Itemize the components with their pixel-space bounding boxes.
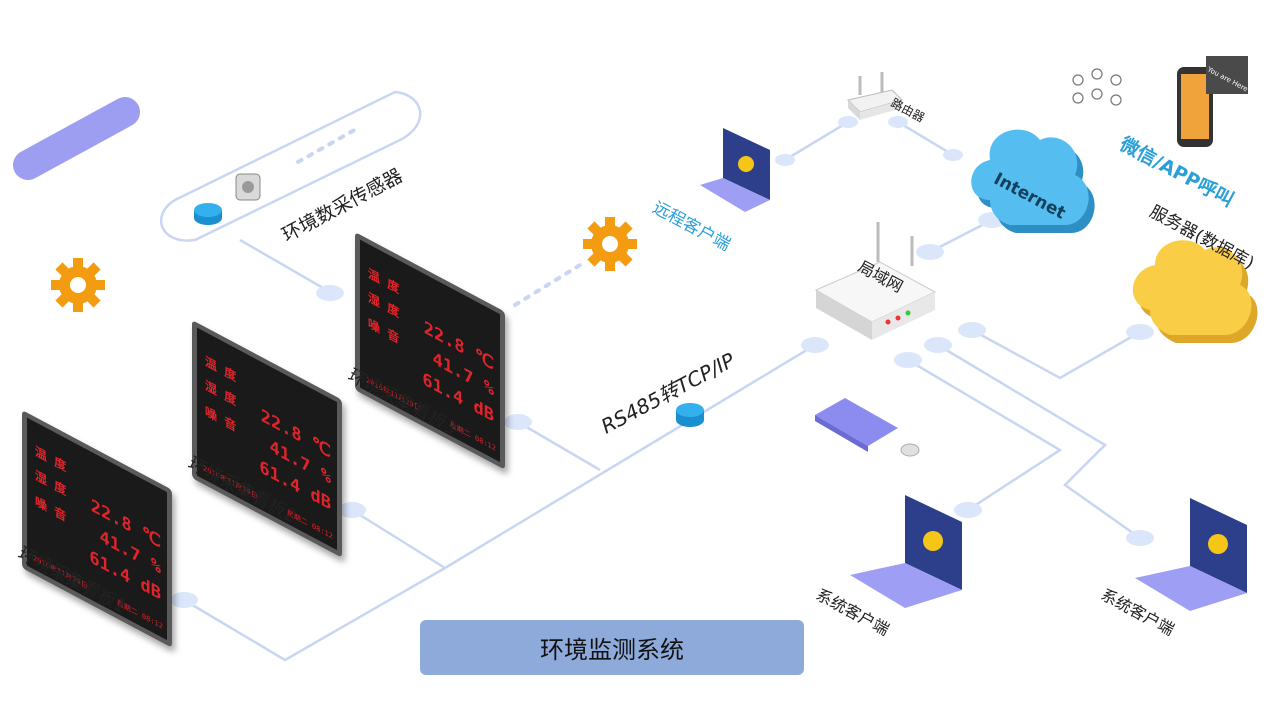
line-remote-to-router <box>784 120 849 162</box>
gear-icon <box>51 258 105 312</box>
line-panel1-to-trunk <box>183 566 446 662</box>
dial-pad-icon <box>1072 68 1122 106</box>
decorative-pill <box>13 97 140 180</box>
node <box>338 502 366 518</box>
client2-laptop-icon <box>1135 498 1247 611</box>
line-trunk-main <box>444 343 816 570</box>
internet-cloud-icon <box>971 129 1095 233</box>
node <box>170 592 198 608</box>
node <box>924 337 952 353</box>
line-lan-to-server <box>971 328 1141 380</box>
node <box>838 116 858 128</box>
line-sensor-to-hub <box>239 238 331 294</box>
node <box>1126 530 1154 546</box>
node <box>775 154 795 166</box>
router-icon <box>847 72 903 120</box>
node <box>894 352 922 368</box>
phone-icon <box>1177 56 1248 147</box>
node <box>943 149 963 161</box>
node <box>1126 324 1154 340</box>
server-cloud-icon <box>1132 240 1258 343</box>
dotted-link <box>513 260 587 307</box>
node <box>954 502 982 518</box>
gear-icon <box>583 217 637 271</box>
sensor-dots <box>296 126 360 164</box>
line-router-to-internet <box>897 120 954 157</box>
node <box>316 285 344 301</box>
node <box>504 414 532 430</box>
lan-switch-icon <box>814 222 937 340</box>
node <box>958 322 986 338</box>
mouse-icon <box>900 443 920 457</box>
node <box>801 337 829 353</box>
client1-laptop-icon <box>850 495 962 608</box>
line-panel2-to-trunk <box>351 508 446 570</box>
node <box>916 244 944 260</box>
line-lan-to-client2 <box>937 343 1141 540</box>
sensor-capsule-outline <box>159 90 422 242</box>
converter-cylinder-icon <box>676 403 704 427</box>
line-panel3-to-trunk <box>517 420 601 472</box>
system-title-bar: 环境监测系统 <box>420 620 804 675</box>
system-title: 环境监测系统 <box>540 636 684 664</box>
sensor-device-icon <box>235 173 261 201</box>
node <box>888 116 908 128</box>
remote-laptop-icon <box>700 128 770 212</box>
line-lan-to-client1 <box>907 358 1063 512</box>
sensor-cylinder-icon <box>194 203 222 225</box>
keyboard-icon <box>815 398 898 452</box>
